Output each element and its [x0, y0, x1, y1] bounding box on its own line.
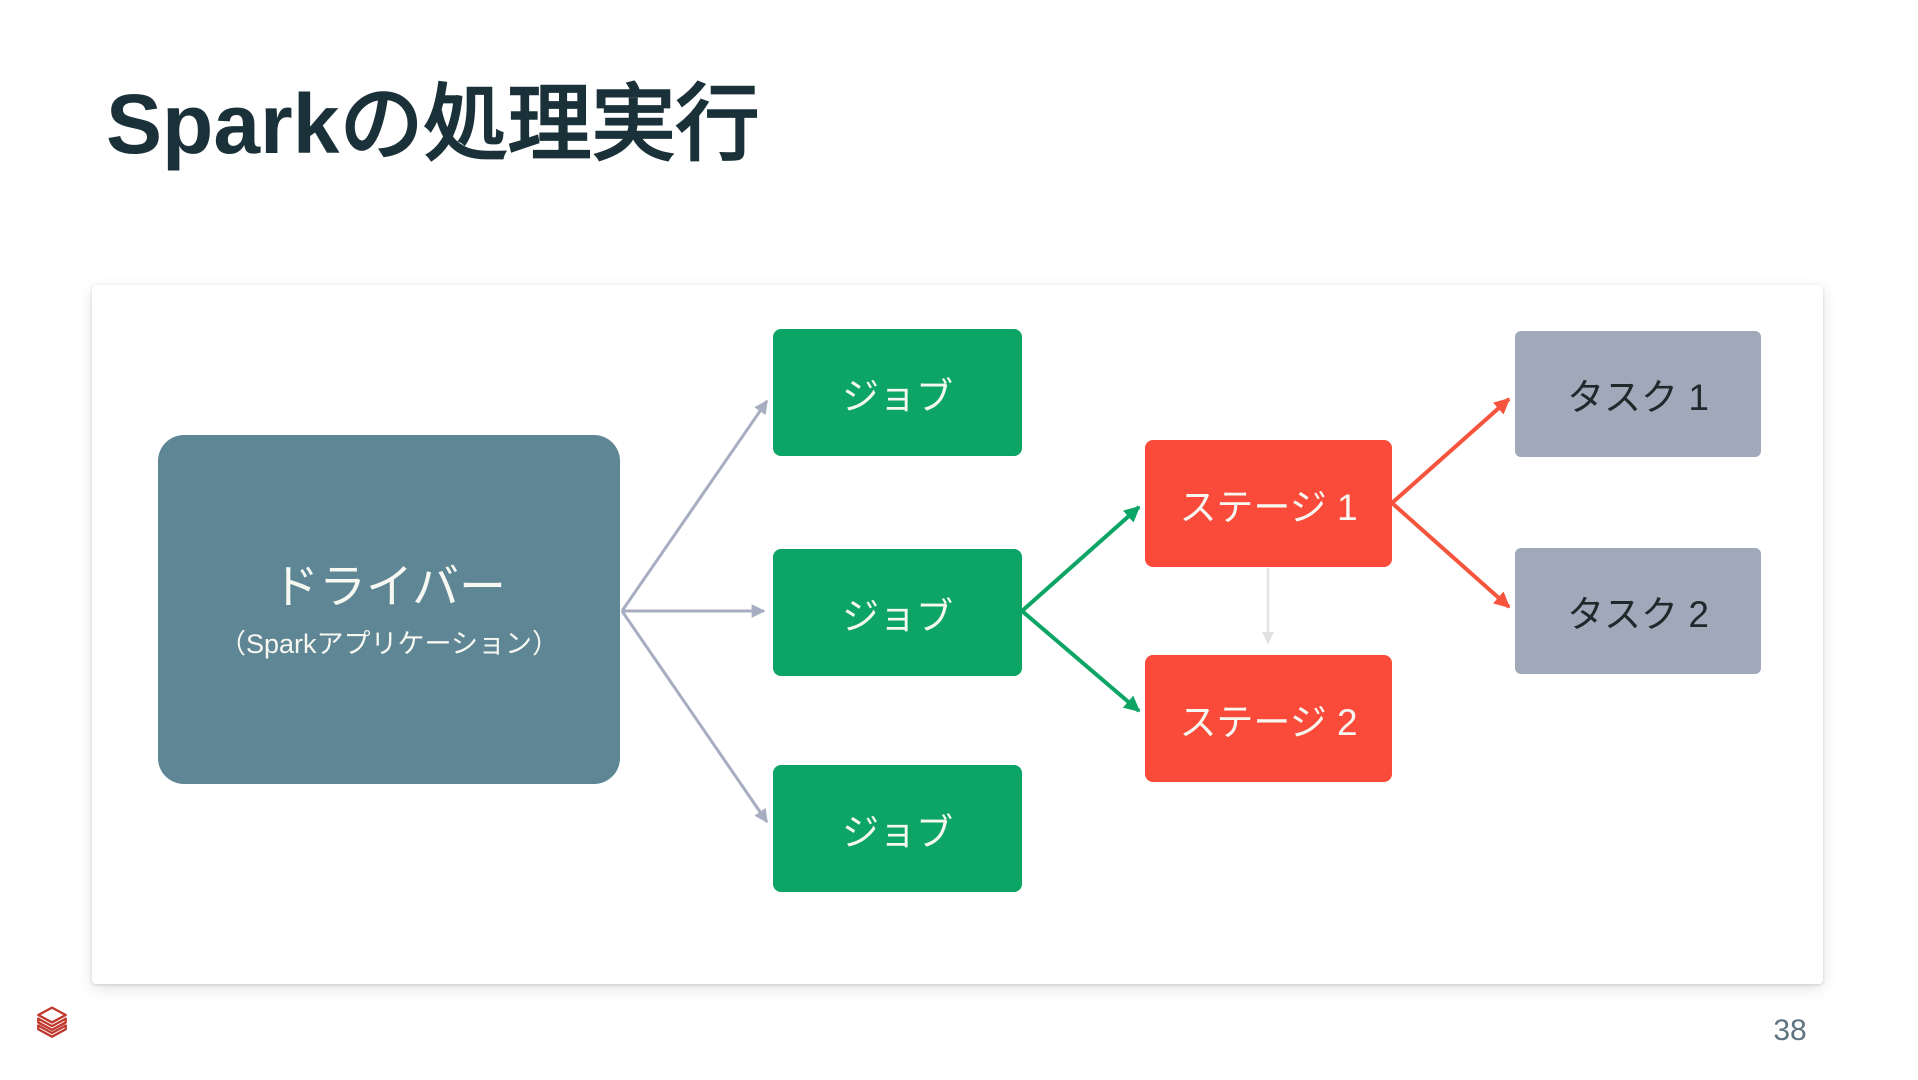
- databricks-logo-icon: [37, 1006, 67, 1038]
- job-to-stages-arrows: [1020, 505, 1141, 713]
- job-label: ジョブ: [842, 811, 953, 853]
- job-label: ジョブ: [842, 595, 953, 637]
- job-box-3: ジョブ: [773, 765, 1022, 892]
- page-number: 38: [1773, 1014, 1807, 1047]
- job-box-2: ジョブ: [773, 549, 1022, 676]
- diagram-arrows: [620, 397, 1511, 824]
- driver-sublabel: （Sparkアプリケーション）: [219, 628, 559, 659]
- driver-box: ドライバー （Sparkアプリケーション）: [158, 435, 620, 784]
- driver-label: ドライバー: [271, 560, 507, 614]
- task-box-1: タスク 1: [1515, 331, 1761, 457]
- stage-to-tasks-arrows: [1390, 397, 1511, 609]
- stage-label: ステージ 2: [1179, 701, 1358, 743]
- driver-to-jobs-arrows: [620, 399, 769, 824]
- task-label: タスク 2: [1567, 594, 1709, 635]
- job-box-1: ジョブ: [773, 329, 1022, 456]
- task-label: タスク 1: [1567, 377, 1709, 418]
- task-box-2: タスク 2: [1515, 548, 1761, 674]
- stage-label: ステージ 1: [1179, 486, 1358, 528]
- job-label: ジョブ: [842, 375, 953, 417]
- stage-box-2: ステージ 2: [1145, 655, 1392, 782]
- slide-title: Sparkの処理実行: [106, 77, 760, 171]
- diagram-card: ドライバー （Sparkアプリケーション） ジョブ ジョブ ジョブ ステージ 1…: [92, 285, 1823, 984]
- stage-box-1: ステージ 1: [1145, 440, 1392, 567]
